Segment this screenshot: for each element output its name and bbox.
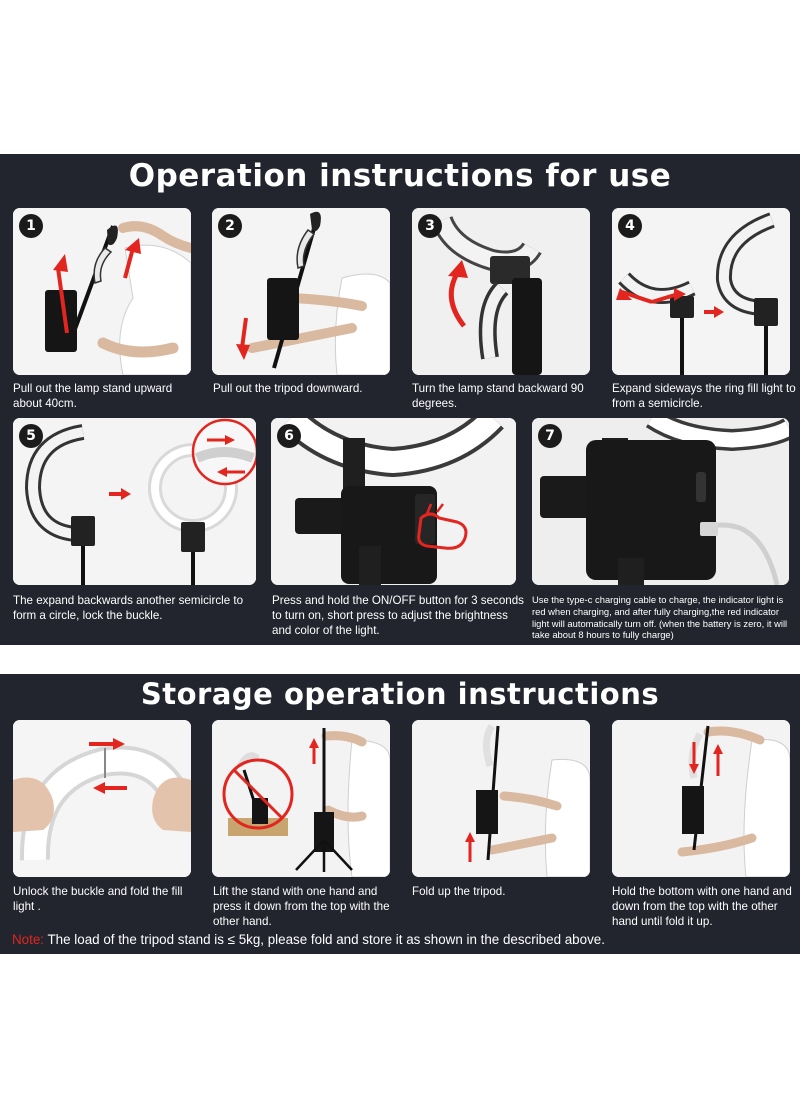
step-6-number: 6	[277, 424, 301, 448]
step-3-caption: Turn the lamp stand backward 90 degrees.	[412, 382, 584, 410]
step-2-caption: Pull out the tripod downward.	[213, 382, 363, 395]
storage-step-1-image	[13, 720, 191, 877]
step-7-number: 7	[538, 424, 562, 448]
storage-step-4-caption: Hold the bottom with one hand and down f…	[612, 885, 792, 928]
storage-step-4-image	[612, 720, 790, 877]
storage-step-3-caption: Fold up the tripod.	[412, 885, 506, 898]
step-2-image: 2	[212, 208, 390, 375]
step-3-number: 3	[418, 214, 442, 238]
step-6-image: 6	[271, 418, 516, 585]
step-2-number: 2	[218, 214, 242, 238]
step-1-number: 1	[19, 214, 43, 238]
note-text: The load of the tripod stand is ≤ 5kg, p…	[44, 932, 605, 947]
step-7-caption: Use the type-c charging cable to charge,…	[532, 594, 788, 641]
storage-step-2-caption: Lift the stand with one hand and press i…	[213, 885, 390, 928]
storage-title: Storage operation instructions	[140, 677, 660, 711]
step-4-image: 4	[612, 208, 790, 375]
step-4-number: 4	[618, 214, 642, 238]
step-5-number: 5	[19, 424, 43, 448]
step-4-caption: Expand sideways the ring fill light to f…	[612, 382, 796, 410]
step-6-caption: Press and hold the ON/OFF button for 3 s…	[272, 594, 524, 637]
step-7-image: 7	[532, 418, 789, 585]
step-1-image: 1	[13, 208, 191, 375]
step-5-caption: The expand backwards another semicircle …	[13, 594, 244, 622]
storage-step-1-caption: Unlock the buckle and fold the fill ligh…	[13, 885, 183, 913]
operation-title: Operation instructions for use	[128, 158, 672, 194]
step-3-image: 3	[412, 208, 590, 375]
storage-step-3-image	[412, 720, 590, 877]
step-1-caption: Pull out the lamp stand upward about 40c…	[13, 382, 173, 410]
step-5-image: 5	[13, 418, 256, 585]
storage-step-2-image	[212, 720, 390, 877]
load-note: Note: The load of the tripod stand is ≤ …	[12, 931, 792, 949]
note-label: Note:	[12, 932, 45, 947]
